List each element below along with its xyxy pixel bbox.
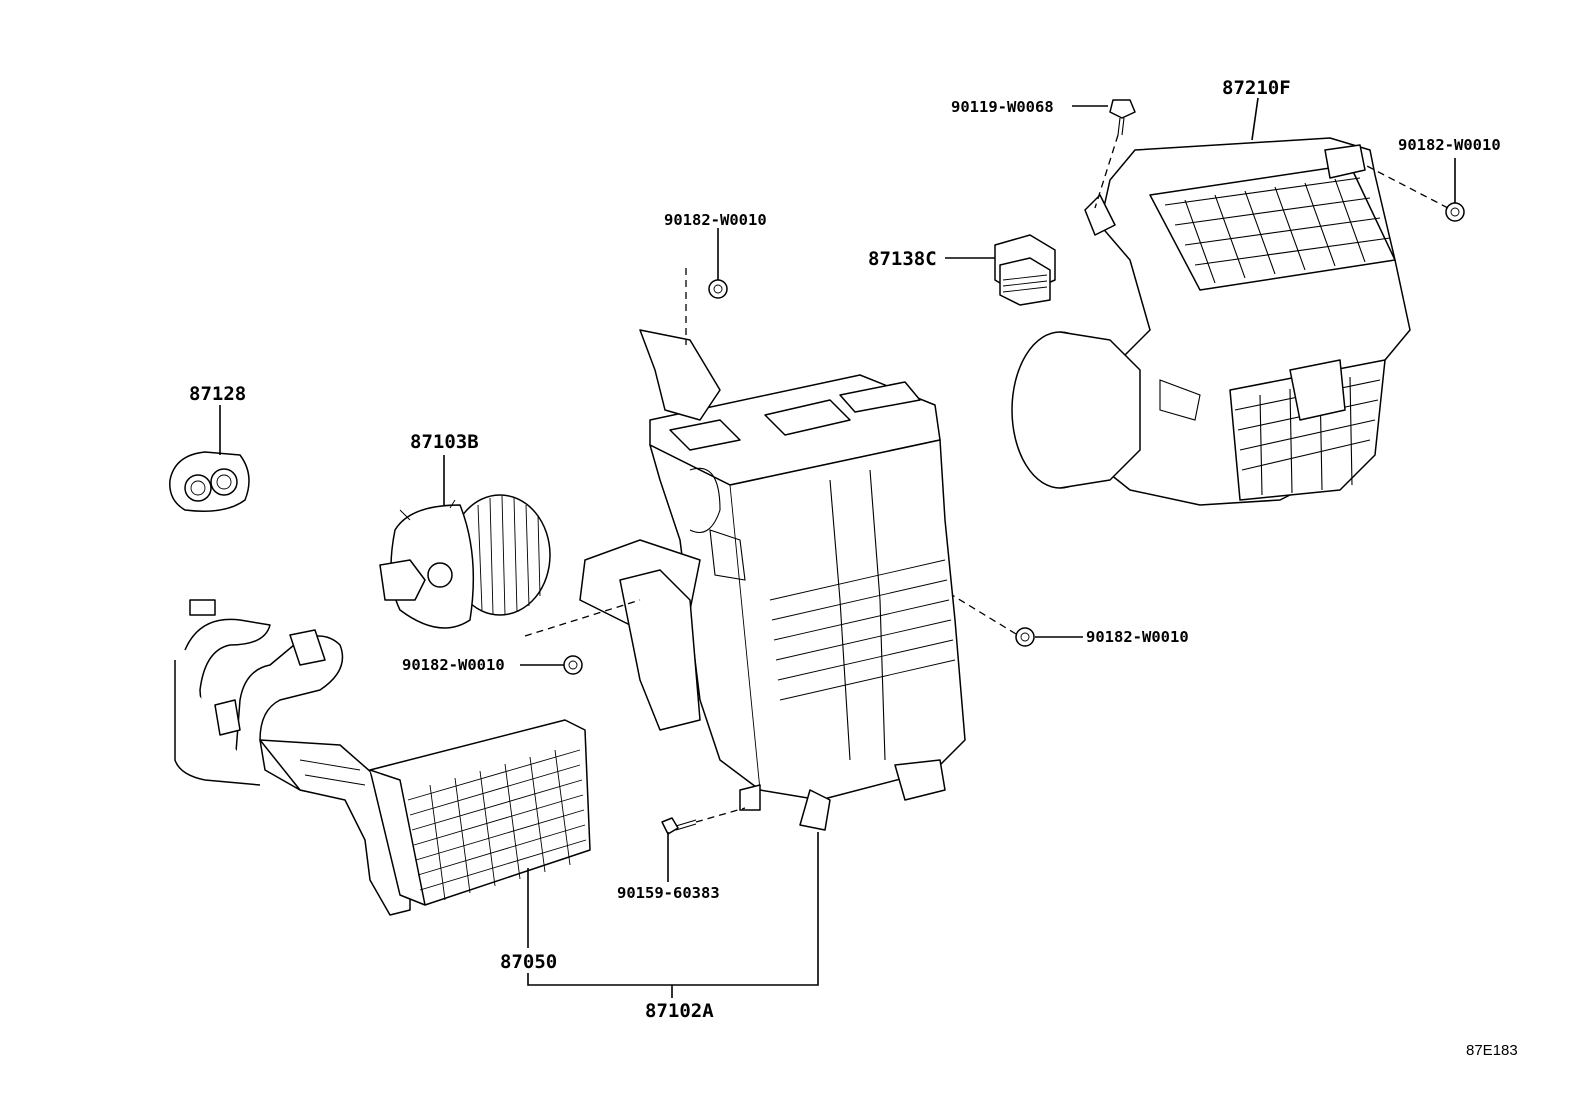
screw-90119-w0068-drawing — [1109, 99, 1136, 136]
part-label-87138c: 87138C — [868, 248, 937, 270]
part-label-87128: 87128 — [189, 383, 246, 405]
grommet-drawing — [169, 451, 250, 512]
heater-unit-housing-drawing — [579, 329, 966, 831]
clip-90182-w0010-top-right-drawing — [1445, 202, 1465, 222]
illustration-reference-number: 87E183 — [1466, 1042, 1518, 1059]
clip-90182-w0010-top-center-drawing — [708, 279, 728, 299]
heater-core-drawing — [369, 719, 591, 906]
part-label-90159-60383: 90159-60383 — [617, 884, 720, 902]
part-label-90182-w0010-right: 90182-W0010 — [1086, 628, 1189, 646]
part-label-87210f: 87210F — [1222, 77, 1291, 99]
blower-unit-housing-drawing — [1011, 137, 1411, 506]
part-label-90182-w0010-top-right: 90182-W0010 — [1398, 136, 1501, 154]
part-label-90182-w0010-left: 90182-W0010 — [402, 656, 505, 674]
screw-90159-60383-drawing — [661, 817, 697, 835]
blower-resistor-drawing — [994, 234, 1056, 306]
clip-90182-w0010-right-drawing — [1015, 627, 1035, 647]
part-label-87103b: 87103B — [410, 431, 479, 453]
part-label-87102a: 87102A — [645, 1000, 714, 1022]
leader-lines — [219, 97, 1456, 998]
part-label-90182-w0010-top-center: 90182-W0010 — [664, 211, 767, 229]
heater-pipes-drawing — [174, 599, 411, 916]
part-label-90119-w0068: 90119-W0068 — [951, 98, 1054, 116]
part-label-87050: 87050 — [500, 951, 557, 973]
clip-90182-w0010-left-drawing — [563, 655, 583, 675]
blower-motor-drawing — [379, 494, 551, 629]
